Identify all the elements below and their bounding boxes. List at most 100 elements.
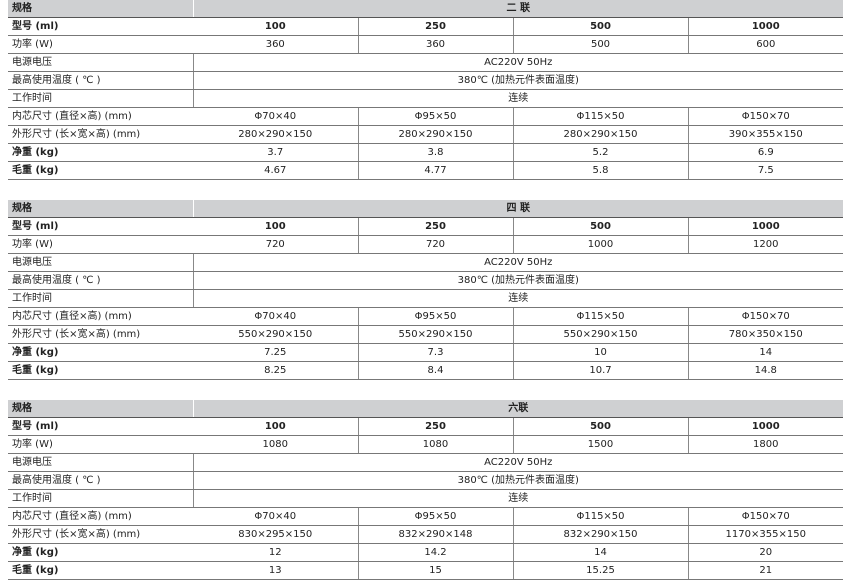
gross-weight-cell: 14.8 — [687, 361, 844, 380]
voltage-label: 电源电压 — [8, 253, 193, 272]
inner-size-cell: Φ150×70 — [687, 507, 843, 526]
gross-weight-cell: 7.5 — [687, 161, 844, 180]
gross-weight-cell: 4.67 — [193, 161, 358, 180]
voltage-label: 电源电压 — [8, 53, 193, 72]
gross-weight-label: 毛重 (kg) — [8, 561, 193, 580]
power-label: 功率 (W) — [8, 435, 193, 454]
gross-weight-cell: 10.7 — [512, 361, 688, 380]
outer-size-label: 外形尺寸 (长×宽×高) (mm) — [8, 325, 193, 344]
temp-row: 最高使用温度 ( ℃ )380℃ (加热元件表面温度) — [8, 271, 844, 290]
outer-size-label: 外形尺寸 (长×宽×高) (mm) — [8, 125, 193, 144]
power-cell: 1500 — [512, 435, 688, 454]
net-weight-label: 净重 (kg) — [8, 543, 193, 562]
net-weight-cell: 5.2 — [512, 143, 688, 162]
voltage-label: 电源电压 — [8, 453, 193, 472]
temp-value: 380℃ (加热元件表面温度) — [192, 471, 843, 490]
model-cell: 100 — [193, 417, 358, 436]
table-header-row: 规格二 联 — [8, 0, 844, 18]
temp-label: 最高使用温度 ( ℃ ) — [8, 71, 193, 90]
net-weight-cell: 14 — [687, 343, 844, 362]
inner-size-cell: Φ95×50 — [357, 307, 513, 326]
table-header-row: 规格四 联 — [8, 200, 844, 218]
model-cell: 1000 — [687, 217, 844, 236]
outer-size-cell: 830×295×150 — [193, 525, 358, 544]
gross-weight-cell: 4.77 — [357, 161, 513, 180]
inner-size-cell: Φ115×50 — [512, 507, 688, 526]
model-cell: 500 — [512, 17, 688, 36]
worktime-label: 工作时间 — [8, 289, 193, 308]
model-cell: 1000 — [687, 17, 844, 36]
group-title: 二 联 — [193, 0, 844, 18]
model-cell: 250 — [357, 217, 513, 236]
inner-size-cell: Φ70×40 — [193, 107, 358, 126]
inner-size-cell: Φ115×50 — [512, 107, 688, 126]
inner-size-cell: Φ150×70 — [687, 107, 844, 126]
model-label: 型号 (ml) — [8, 17, 193, 36]
temp-label: 最高使用温度 ( ℃ ) — [8, 471, 193, 490]
outer-size-cell: 832×290×148 — [357, 525, 513, 544]
gross-weight-cell: 5.8 — [512, 161, 688, 180]
spec-label: 规格 — [8, 400, 194, 418]
inner-size-cell: Φ115×50 — [512, 307, 688, 326]
model-cell: 100 — [193, 17, 358, 36]
power-cell: 360 — [357, 35, 513, 54]
inner-size-label: 内芯尺寸 (直径×高) (mm) — [8, 507, 193, 526]
outer-size-cell: 390×355×150 — [687, 125, 844, 144]
net-weight-cell: 10 — [512, 343, 688, 362]
outer-size-cell: 280×290×150 — [512, 125, 688, 144]
voltage-value: AC220V 50Hz — [192, 453, 843, 472]
spec-label: 规格 — [8, 200, 194, 218]
power-cell: 500 — [512, 35, 688, 54]
net-weight-cell: 14.2 — [357, 543, 513, 562]
net-weight-label: 净重 (kg) — [8, 143, 193, 162]
net-weight-cell: 7.3 — [357, 343, 513, 362]
power-cell: 1800 — [687, 435, 843, 454]
group-title: 六联 — [193, 400, 843, 418]
model-cell: 500 — [512, 217, 688, 236]
net-weight-cell: 12 — [193, 543, 358, 562]
worktime-label: 工作时间 — [8, 489, 193, 508]
inner-size-label: 内芯尺寸 (直径×高) (mm) — [8, 307, 193, 326]
outer-size-cell: 550×290×150 — [357, 325, 513, 344]
gross-weight-cell: 21 — [687, 561, 843, 580]
inner-size-cell: Φ95×50 — [357, 107, 513, 126]
inner-size-cell: Φ70×40 — [193, 507, 358, 526]
net-weight-cell: 7.25 — [193, 343, 358, 362]
inner-size-cell: Φ150×70 — [687, 307, 844, 326]
net-weight-cell: 14 — [512, 543, 688, 562]
power-label: 功率 (W) — [8, 35, 193, 54]
gross-weight-cell: 15.25 — [512, 561, 688, 580]
power-cell: 1080 — [193, 435, 358, 454]
worktime-value: 连续 — [192, 89, 844, 108]
model-cell: 500 — [512, 417, 688, 436]
group-title: 四 联 — [193, 200, 844, 218]
power-cell: 1080 — [357, 435, 513, 454]
worktime-label: 工作时间 — [8, 89, 193, 108]
power-cell: 720 — [193, 235, 358, 254]
inner-size-cell: Φ95×50 — [357, 507, 513, 526]
gross-weight-cell: 8.4 — [357, 361, 513, 380]
net-weight-cell: 6.9 — [687, 143, 844, 162]
net-weight-cell: 3.8 — [357, 143, 513, 162]
power-label: 功率 (W) — [8, 235, 193, 254]
power-cell: 720 — [357, 235, 513, 254]
temp-value: 380℃ (加热元件表面温度) — [192, 271, 844, 290]
model-label: 型号 (ml) — [8, 417, 193, 436]
gross-weight-cell: 13 — [193, 561, 358, 580]
net-weight-label: 净重 (kg) — [8, 343, 193, 362]
